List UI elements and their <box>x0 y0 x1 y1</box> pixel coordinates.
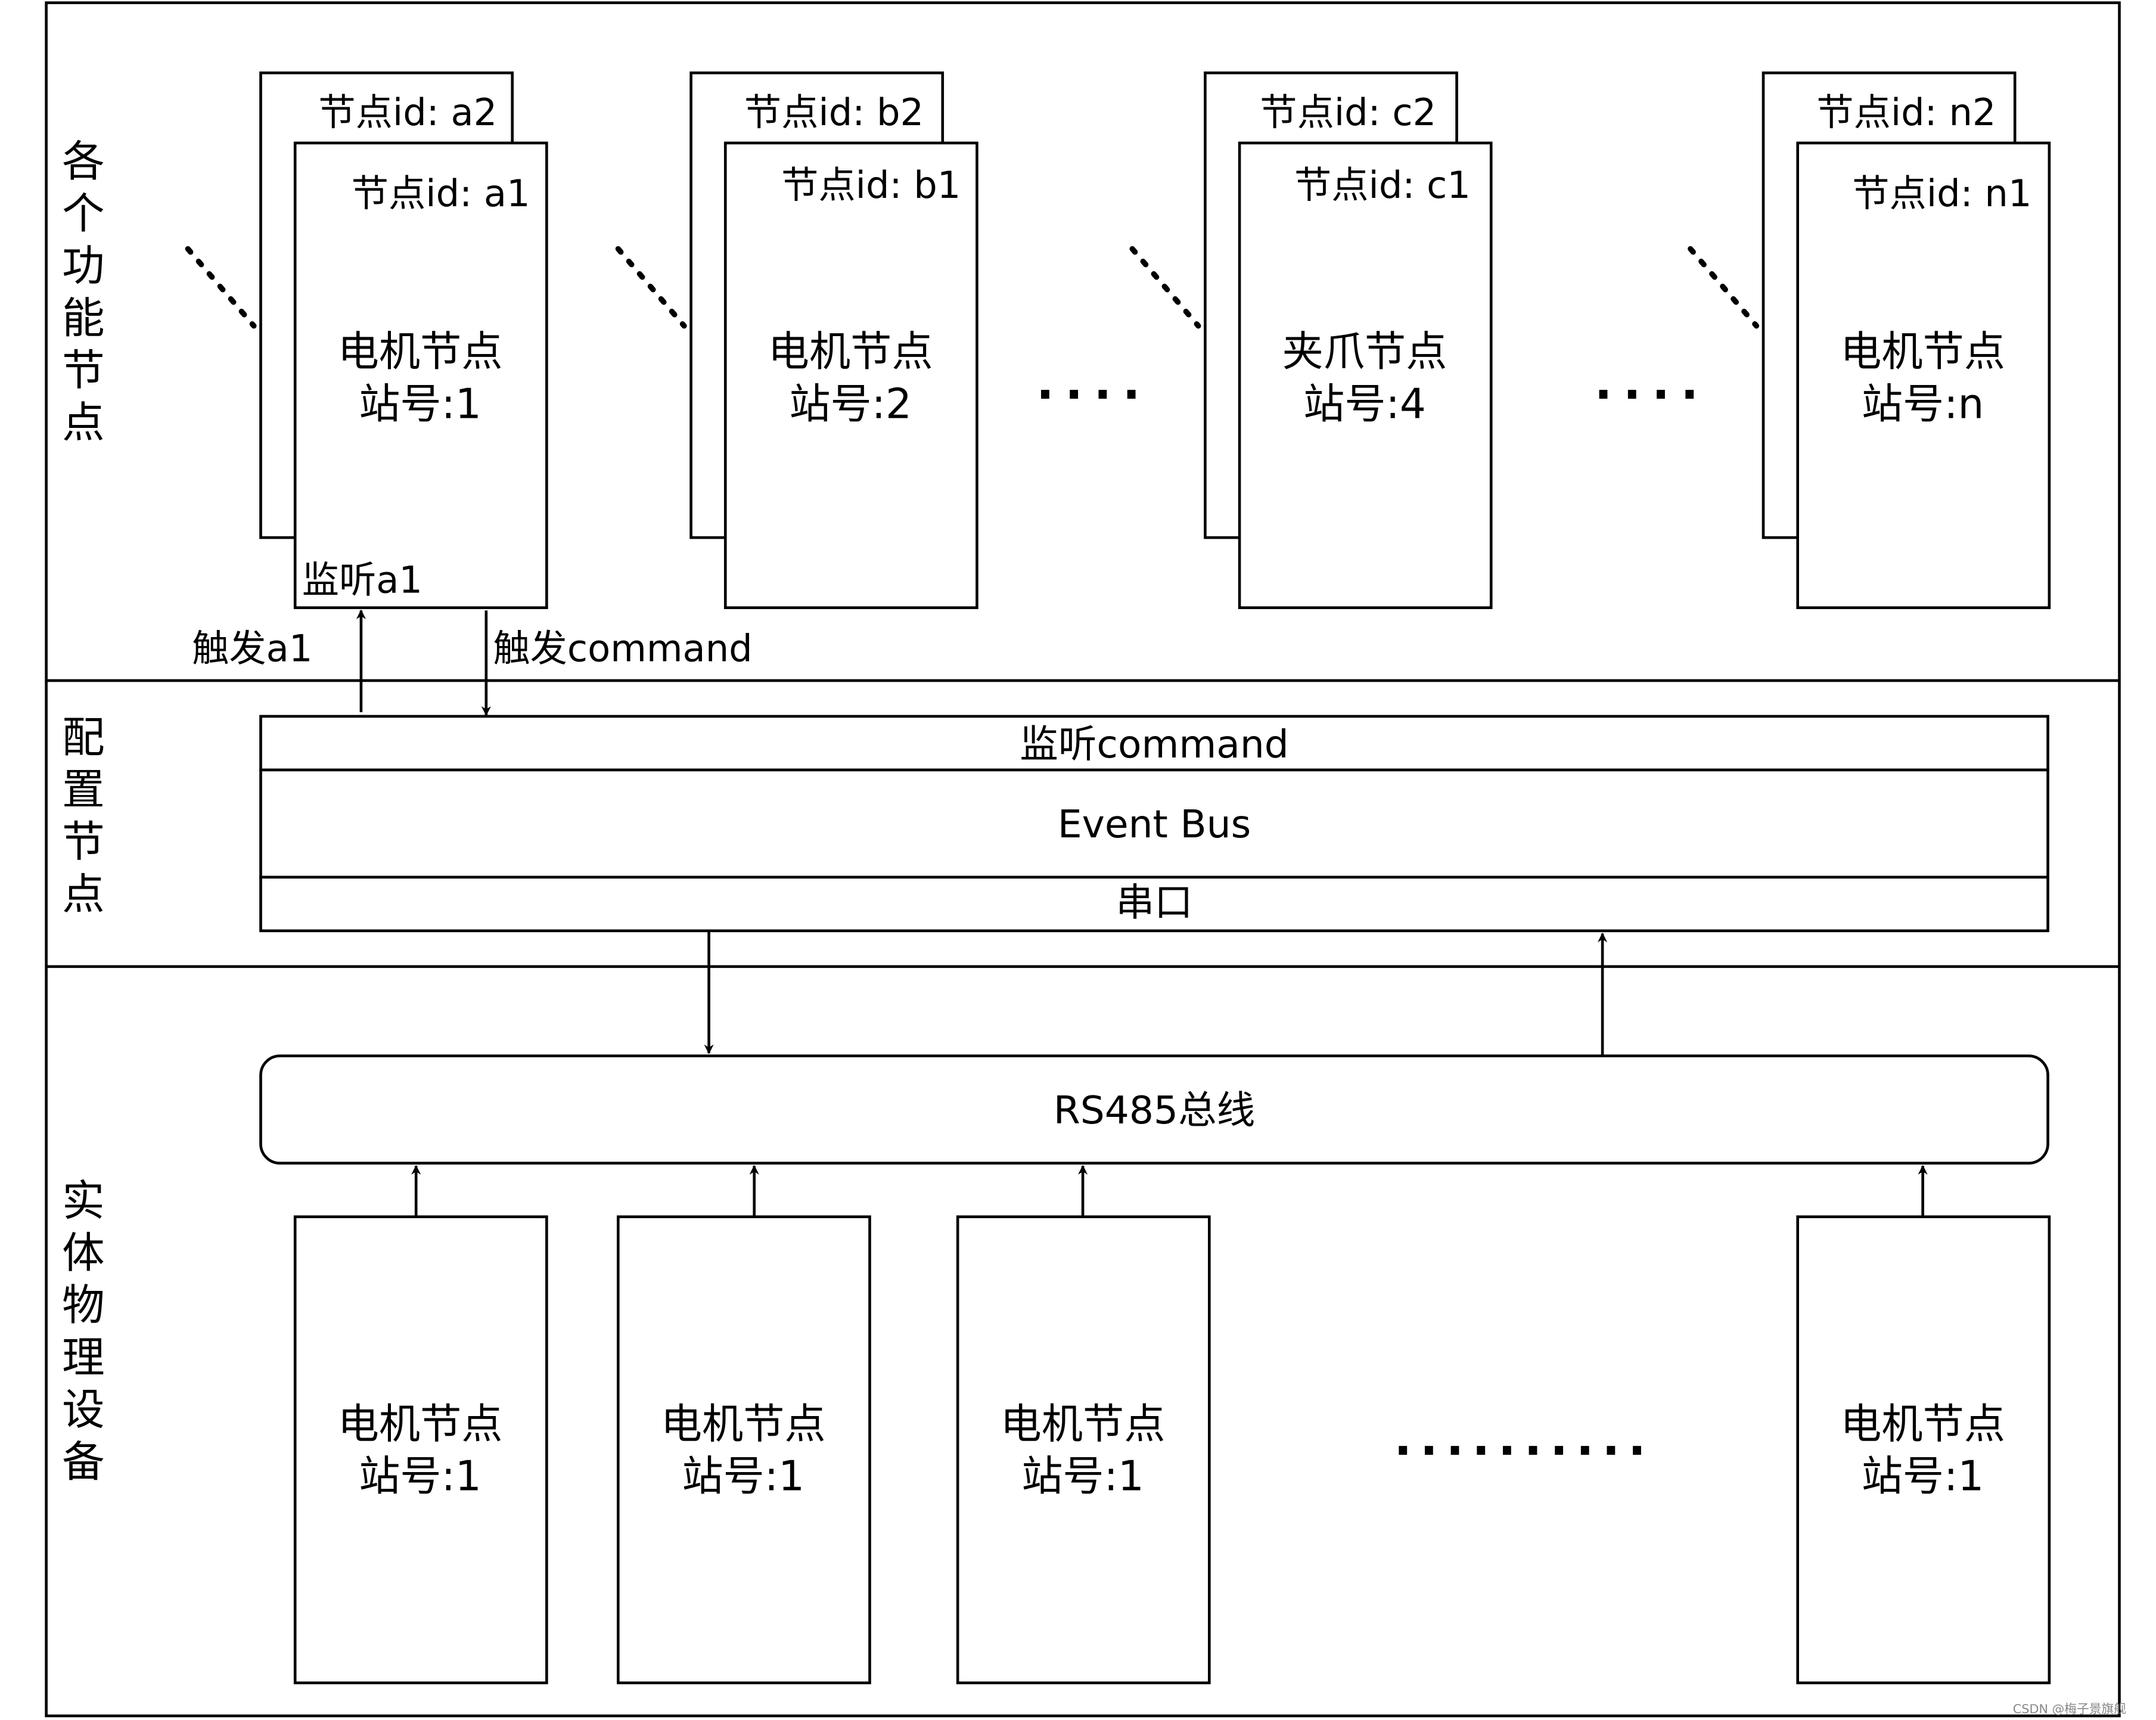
node-a1-box[interactable] <box>293 141 548 609</box>
section-label-physical: 实体物理设备 <box>62 1176 105 1486</box>
node-a2-id: 节点id: a2 <box>318 91 497 134</box>
node-c1-name: 夹爪节点 <box>1282 328 1447 376</box>
node-c1-box[interactable] <box>1238 141 1493 609</box>
device-4-box[interactable] <box>1796 1215 2051 1685</box>
node-c1-station: 站号:4 <box>1303 380 1426 428</box>
node-group-a: 节点id: a2 节点id: a1 电机节点 站号:1 监听a1 <box>185 71 548 609</box>
event-bus-label: Event Bus <box>1058 802 1251 847</box>
node-b1-station: 站号:2 <box>789 380 912 428</box>
stack-dots-b <box>615 246 687 329</box>
device-4: 电机节点 站号:1 <box>1796 1215 2051 1685</box>
device-3: 电机节点 站号:1 <box>956 1215 1211 1685</box>
device-3-name: 电机节点 <box>1001 1401 1166 1448</box>
node-c1-id: 节点id: c1 <box>1294 163 1471 207</box>
ellipsis-bottom: .......... <box>1394 1412 1654 1466</box>
device-2-station: 站号:1 <box>682 1453 804 1501</box>
device-1-box[interactable] <box>293 1215 548 1685</box>
rs485-bus[interactable] <box>259 1054 2049 1165</box>
event-bus: 监听command Event Bus 串口 <box>259 715 2049 933</box>
device-2-name: 电机节点 <box>661 1401 826 1448</box>
rs485-label: RS485总线 <box>1054 1088 1255 1133</box>
node-b1-box[interactable] <box>723 141 978 609</box>
label-trigger-command: 触发command <box>493 627 752 670</box>
node-a1-station: 站号:1 <box>359 380 481 428</box>
ellipsis-top-1: .... <box>1036 356 1151 410</box>
device-2: 电机节点 站号:1 <box>617 1215 871 1685</box>
device-3-station: 站号:1 <box>1021 1453 1144 1501</box>
serial-label: 串口 <box>1116 880 1192 925</box>
serial-bar[interactable] <box>259 875 2049 933</box>
device-2-box[interactable] <box>617 1215 871 1685</box>
node-group-b: 节点id: b2 节点id: b1 电机节点 站号:2 <box>615 71 978 609</box>
device-3-box[interactable] <box>956 1215 1211 1685</box>
node-a1-name: 电机节点 <box>338 328 503 376</box>
node-b1-name: 电机节点 <box>768 328 933 376</box>
node-n1-name: 电机节点 <box>1840 328 2005 376</box>
node-b1-id: 节点id: b1 <box>781 163 961 207</box>
node-a1-listen: 监听a1 <box>302 558 422 601</box>
watermark: CSDN @梅子景旗舰 <box>2013 1702 2126 1716</box>
device-1-name: 电机节点 <box>338 1401 503 1448</box>
stack-dots-n <box>1688 246 1760 329</box>
stack-dots-c <box>1129 246 1201 329</box>
section-label-functional: 各个功能节点 <box>62 136 105 447</box>
node-a1-id: 节点id: a1 <box>352 172 530 215</box>
outer-frame <box>45 1 2121 1718</box>
node-n1-box[interactable] <box>1796 141 2051 609</box>
ellipsis-top-2: .... <box>1595 356 1710 410</box>
node-b2-id: 节点id: b2 <box>744 91 924 134</box>
node-group-c: 节点id: c2 节点id: c1 夹爪节点 站号:4 <box>1129 71 1493 609</box>
device-1: 电机节点 站号:1 <box>293 1215 548 1685</box>
node-c2-id: 节点id: c2 <box>1260 91 1436 134</box>
device-1-station: 站号:1 <box>359 1453 481 1501</box>
node-n1-station: 站号:n <box>1862 380 1984 428</box>
label-trigger-a1: 触发a1 <box>192 627 312 670</box>
node-n1-id: 节点id: n1 <box>1852 172 2031 215</box>
section-label-config: 配置节点 <box>62 713 105 919</box>
device-4-name: 电机节点 <box>1840 1401 2005 1448</box>
event-bus-box[interactable] <box>259 768 2049 879</box>
device-4-station: 站号:1 <box>1862 1453 1984 1501</box>
node-n2-id: 节点id: n2 <box>1816 91 1996 134</box>
stack-dots-a <box>185 246 257 329</box>
listen-command-label: 监听command <box>1020 722 1288 767</box>
listen-command-bar[interactable] <box>259 715 2049 772</box>
node-group-n: 节点id: n2 节点id: n1 电机节点 站号:n <box>1688 71 2051 609</box>
